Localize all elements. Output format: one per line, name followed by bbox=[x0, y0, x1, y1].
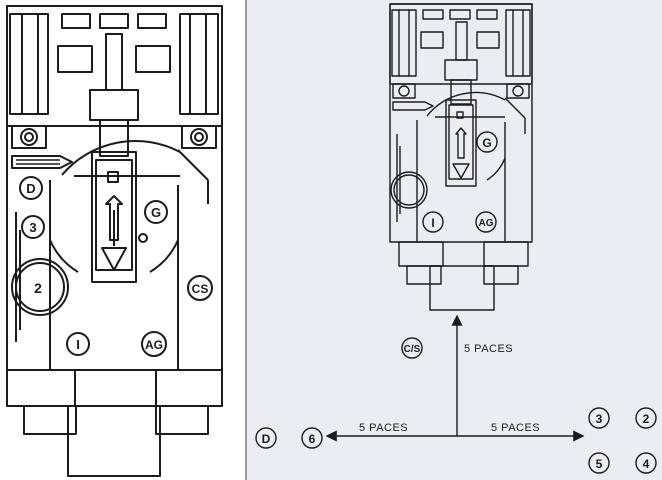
right-position-AG: AG bbox=[475, 211, 497, 233]
right-position-6: 6 bbox=[301, 427, 323, 449]
right-vehicle-diagram: G I AG 5 PACES 5 PACES 5 PACES C/S D 6 bbox=[255, 3, 657, 474]
right-position-2: 2 bbox=[635, 407, 657, 429]
right-vehicle-outline bbox=[389, 3, 533, 311]
left-position-2: 2 bbox=[34, 280, 42, 296]
right-label-G: G bbox=[482, 136, 491, 150]
vertical-distance-label: 5 PACES bbox=[464, 343, 513, 355]
right-label-D: D bbox=[262, 432, 271, 446]
left-vehicle-outline bbox=[6, 5, 223, 477]
left-label-CS: CS bbox=[192, 282, 209, 296]
right-label-6: 6 bbox=[309, 432, 316, 446]
left-label-G: G bbox=[151, 205, 161, 220]
left-position-G: G bbox=[144, 200, 168, 224]
left-vehicle-diagram: D 3 2 G CS I AG bbox=[6, 5, 223, 477]
right-position-G: G bbox=[476, 131, 498, 153]
left-seat-2-inner-ring bbox=[15, 262, 65, 312]
right-position-4: 4 bbox=[635, 452, 657, 474]
left-position-I: I bbox=[66, 332, 90, 356]
right-label-AG: AG bbox=[479, 218, 494, 229]
right-position-I: I bbox=[422, 211, 444, 233]
left-seat-2-ring bbox=[11, 258, 69, 316]
right-label-CS: C/S bbox=[404, 344, 421, 355]
left-position-D: D bbox=[19, 176, 43, 200]
left-label-2: 2 bbox=[34, 280, 42, 296]
left-position-3: 3 bbox=[21, 215, 45, 239]
right-panel: G I AG 5 PACES 5 PACES 5 PACES C/S D 6 bbox=[247, 0, 662, 480]
left-distance-label: 5 PACES bbox=[359, 422, 408, 434]
right-label-I: I bbox=[431, 216, 434, 230]
right-label-4: 4 bbox=[643, 457, 650, 471]
left-panel: D 3 2 G CS I AG bbox=[0, 0, 245, 480]
left-label-3: 3 bbox=[29, 220, 36, 235]
left-position-AG: AG bbox=[141, 331, 167, 357]
left-label-I: I bbox=[76, 337, 80, 352]
right-distance-label: 5 PACES bbox=[491, 422, 540, 434]
left-label-D: D bbox=[26, 181, 35, 196]
right-label-3: 3 bbox=[596, 412, 603, 426]
right-position-3: 3 bbox=[588, 407, 610, 429]
right-position-5: 5 bbox=[588, 452, 610, 474]
panel-divider bbox=[245, 0, 247, 480]
right-position-D: D bbox=[255, 427, 277, 449]
left-label-AG: AG bbox=[145, 338, 163, 352]
right-label-2: 2 bbox=[643, 412, 650, 426]
right-label-5: 5 bbox=[596, 457, 603, 471]
left-position-CS: CS bbox=[187, 275, 213, 301]
right-position-CS: C/S bbox=[401, 337, 423, 359]
